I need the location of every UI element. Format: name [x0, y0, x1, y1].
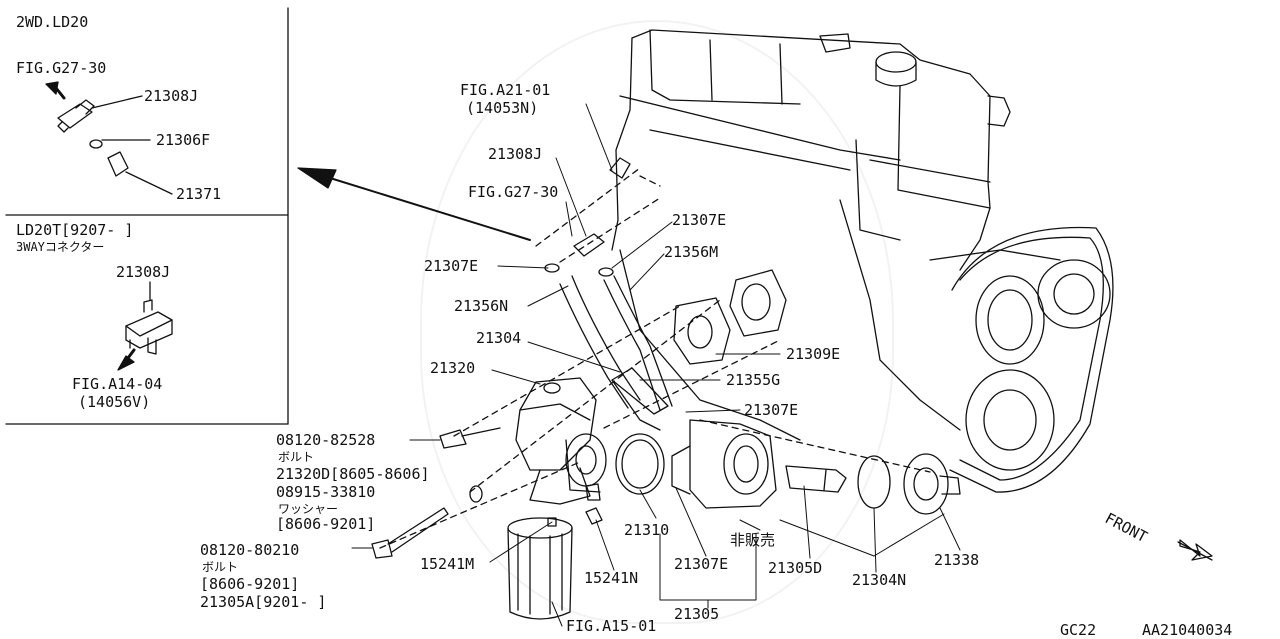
part-range: [8606-9201]	[200, 575, 300, 593]
plug-21338	[903, 453, 961, 515]
part-name: ボルト	[202, 560, 239, 574]
phantom-lines	[379, 167, 931, 549]
oil-filter	[507, 517, 573, 620]
part-label: 08120-80210	[200, 541, 300, 559]
part-label: 21307E	[674, 555, 729, 573]
inset-top-ref: FIG.G27-30	[16, 59, 107, 77]
arrow-icon	[117, 348, 136, 371]
leader-lines	[351, 103, 961, 627]
part-label: 21305D	[768, 559, 823, 577]
part-label: 21355G	[726, 371, 781, 389]
fig-ref: FIG.A15-01	[566, 617, 657, 635]
part-label: 21356N	[454, 297, 509, 315]
inset-bottom-note: 3WAYコネクター	[16, 240, 105, 254]
part-label: 21356M	[664, 243, 719, 261]
part-label: 21308J	[116, 263, 171, 281]
part-label: 21305	[674, 605, 720, 623]
part-range: [8606-9201]	[276, 515, 376, 533]
sensor-15241m	[585, 483, 601, 501]
bolt-08120-82528	[439, 427, 501, 449]
part-label: 21308J	[488, 145, 543, 163]
part-label: 21371	[176, 185, 222, 203]
stud-21305d	[785, 465, 847, 493]
model-code: GC22	[1060, 621, 1097, 639]
inset-bottom-ref: FIG.A14-04	[72, 375, 163, 393]
part-label: 21305A[9201- ]	[200, 593, 327, 611]
inset-bottom-variant: LD20T[9207- ]	[16, 221, 134, 239]
part-name: ボルト	[278, 450, 315, 464]
inset-top-parts	[57, 95, 173, 195]
part-label: 21307E	[424, 257, 479, 275]
part-label: 21320	[430, 359, 476, 377]
inset-top-variant: 2WD.LD20	[16, 13, 89, 31]
illustration-code: AA21040034	[1142, 621, 1233, 639]
not-sold-note: 非販売	[730, 531, 776, 549]
inset-bottom-ref-code: (14056V)	[78, 393, 151, 411]
part-label: 21307E	[672, 211, 727, 229]
oil-filter-bracket	[515, 377, 597, 505]
belt-and-pulleys	[949, 226, 1114, 493]
part-label: 21309E	[786, 345, 841, 363]
fig-ref: FIG.G27-30	[468, 183, 559, 201]
sensor-15241n	[585, 507, 603, 525]
arrow-icon	[45, 81, 66, 100]
part-label: 21338	[934, 551, 980, 569]
bolt-08120-80210	[371, 507, 449, 559]
coolant-hoses	[544, 157, 673, 411]
fig-ref-code: (14053N)	[466, 99, 539, 117]
engine-block	[611, 29, 1061, 441]
pipe-21355g	[611, 367, 669, 431]
part-label: 21320D[8605-8606]	[276, 465, 430, 483]
part-label: 21304	[476, 329, 522, 347]
seal-21304n	[857, 455, 891, 509]
part-label: 21304N	[852, 571, 907, 589]
part-label: 21308J	[144, 87, 199, 105]
part-label: 15241M	[420, 555, 475, 573]
gasket-21310	[615, 433, 665, 495]
part-label: 15241N	[584, 569, 639, 587]
gasket-plates	[673, 269, 787, 365]
part-name: ワッシャー	[278, 502, 339, 516]
three-way-connector	[125, 281, 173, 355]
part-label: 21306F	[156, 131, 211, 149]
part-label: 21307E	[744, 401, 799, 419]
watermark-emblem	[420, 20, 894, 624]
part-label: 08915-33810	[276, 483, 376, 501]
part-label: 21310	[624, 521, 670, 539]
fig-ref: FIG.A21-01	[460, 81, 551, 99]
part-label: 08120-82528	[276, 431, 376, 449]
pointer-arrow	[297, 167, 531, 241]
front-arrow-icon	[1177, 539, 1213, 561]
washer-08915-33810	[469, 485, 483, 503]
inset-frame	[5, 7, 289, 425]
housing-21305	[671, 419, 777, 509]
